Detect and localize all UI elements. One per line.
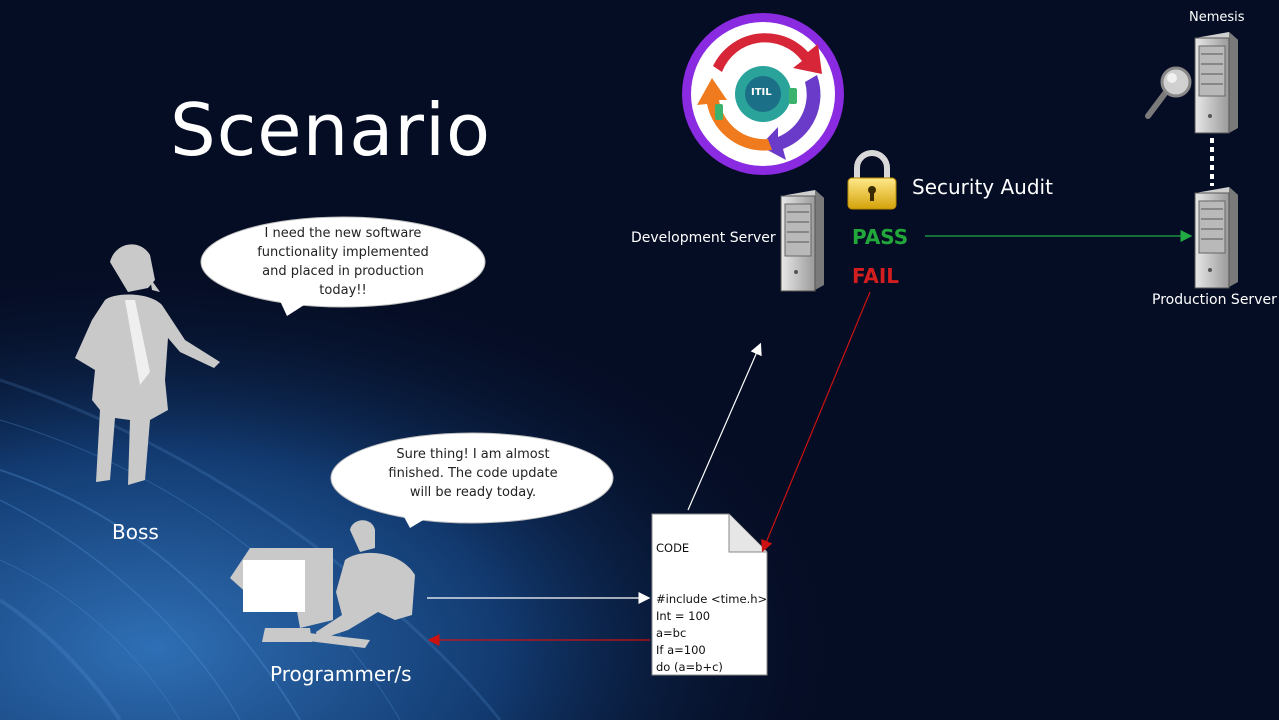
development-server-icon xyxy=(780,190,824,292)
programmer-speech-text: Sure thing! I am almost finished. The co… xyxy=(345,445,601,502)
programmer-speech-line: finished. The code update xyxy=(388,466,558,481)
boss-speech-bubble xyxy=(200,216,486,316)
code-line: #include <time.h> xyxy=(656,592,768,606)
itil-center-label: ITIL xyxy=(751,87,772,98)
programmer-speech-bubble xyxy=(330,432,614,528)
code-document xyxy=(651,513,768,676)
programmer-speech-line: Sure thing! I am almost xyxy=(396,447,550,462)
code-heading: CODE xyxy=(656,541,690,555)
production-server-icon xyxy=(1194,187,1238,289)
programmer-speech-line: will be ready today. xyxy=(409,485,537,500)
programmer-label: Programmer/s xyxy=(270,662,412,686)
boss-speech-line: and placed in production xyxy=(262,264,424,279)
code-document-text: CODE #include <time.h> Int = 100 a=bc If… xyxy=(656,540,767,676)
fail-label: FAIL xyxy=(852,264,900,288)
boss-speech-line: functionality implemented xyxy=(257,245,429,260)
development-server-label: Development Server xyxy=(631,230,776,246)
slide-title: Scenario xyxy=(170,88,491,172)
code-line: Int = 100 xyxy=(656,609,711,623)
boss-label: Boss xyxy=(112,520,159,544)
security-audit-label: Security Audit xyxy=(912,175,1053,199)
programmer-figure xyxy=(230,520,415,648)
magnifier-icon xyxy=(1145,66,1192,119)
itil-logo xyxy=(682,13,844,175)
boss-speech-line: today!! xyxy=(319,283,367,298)
nemesis-server-icon xyxy=(1194,32,1238,134)
boss-speech-line: I need the new software xyxy=(264,226,422,241)
production-server-label: Production Server xyxy=(1152,292,1277,308)
arrow-code-to-dev-server xyxy=(687,342,762,511)
code-line: a=bc xyxy=(656,626,687,640)
lock-icon xyxy=(847,150,897,210)
arrow-fail-to-code xyxy=(761,291,871,553)
code-line: If a=100 xyxy=(656,643,706,657)
boss-speech-text: I need the new software functionality im… xyxy=(215,224,471,300)
boss-figure xyxy=(75,244,220,485)
nemesis-label: Nemesis xyxy=(1189,10,1245,25)
pass-label: PASS xyxy=(852,225,909,249)
code-line: do (a=b+c) xyxy=(656,660,723,674)
